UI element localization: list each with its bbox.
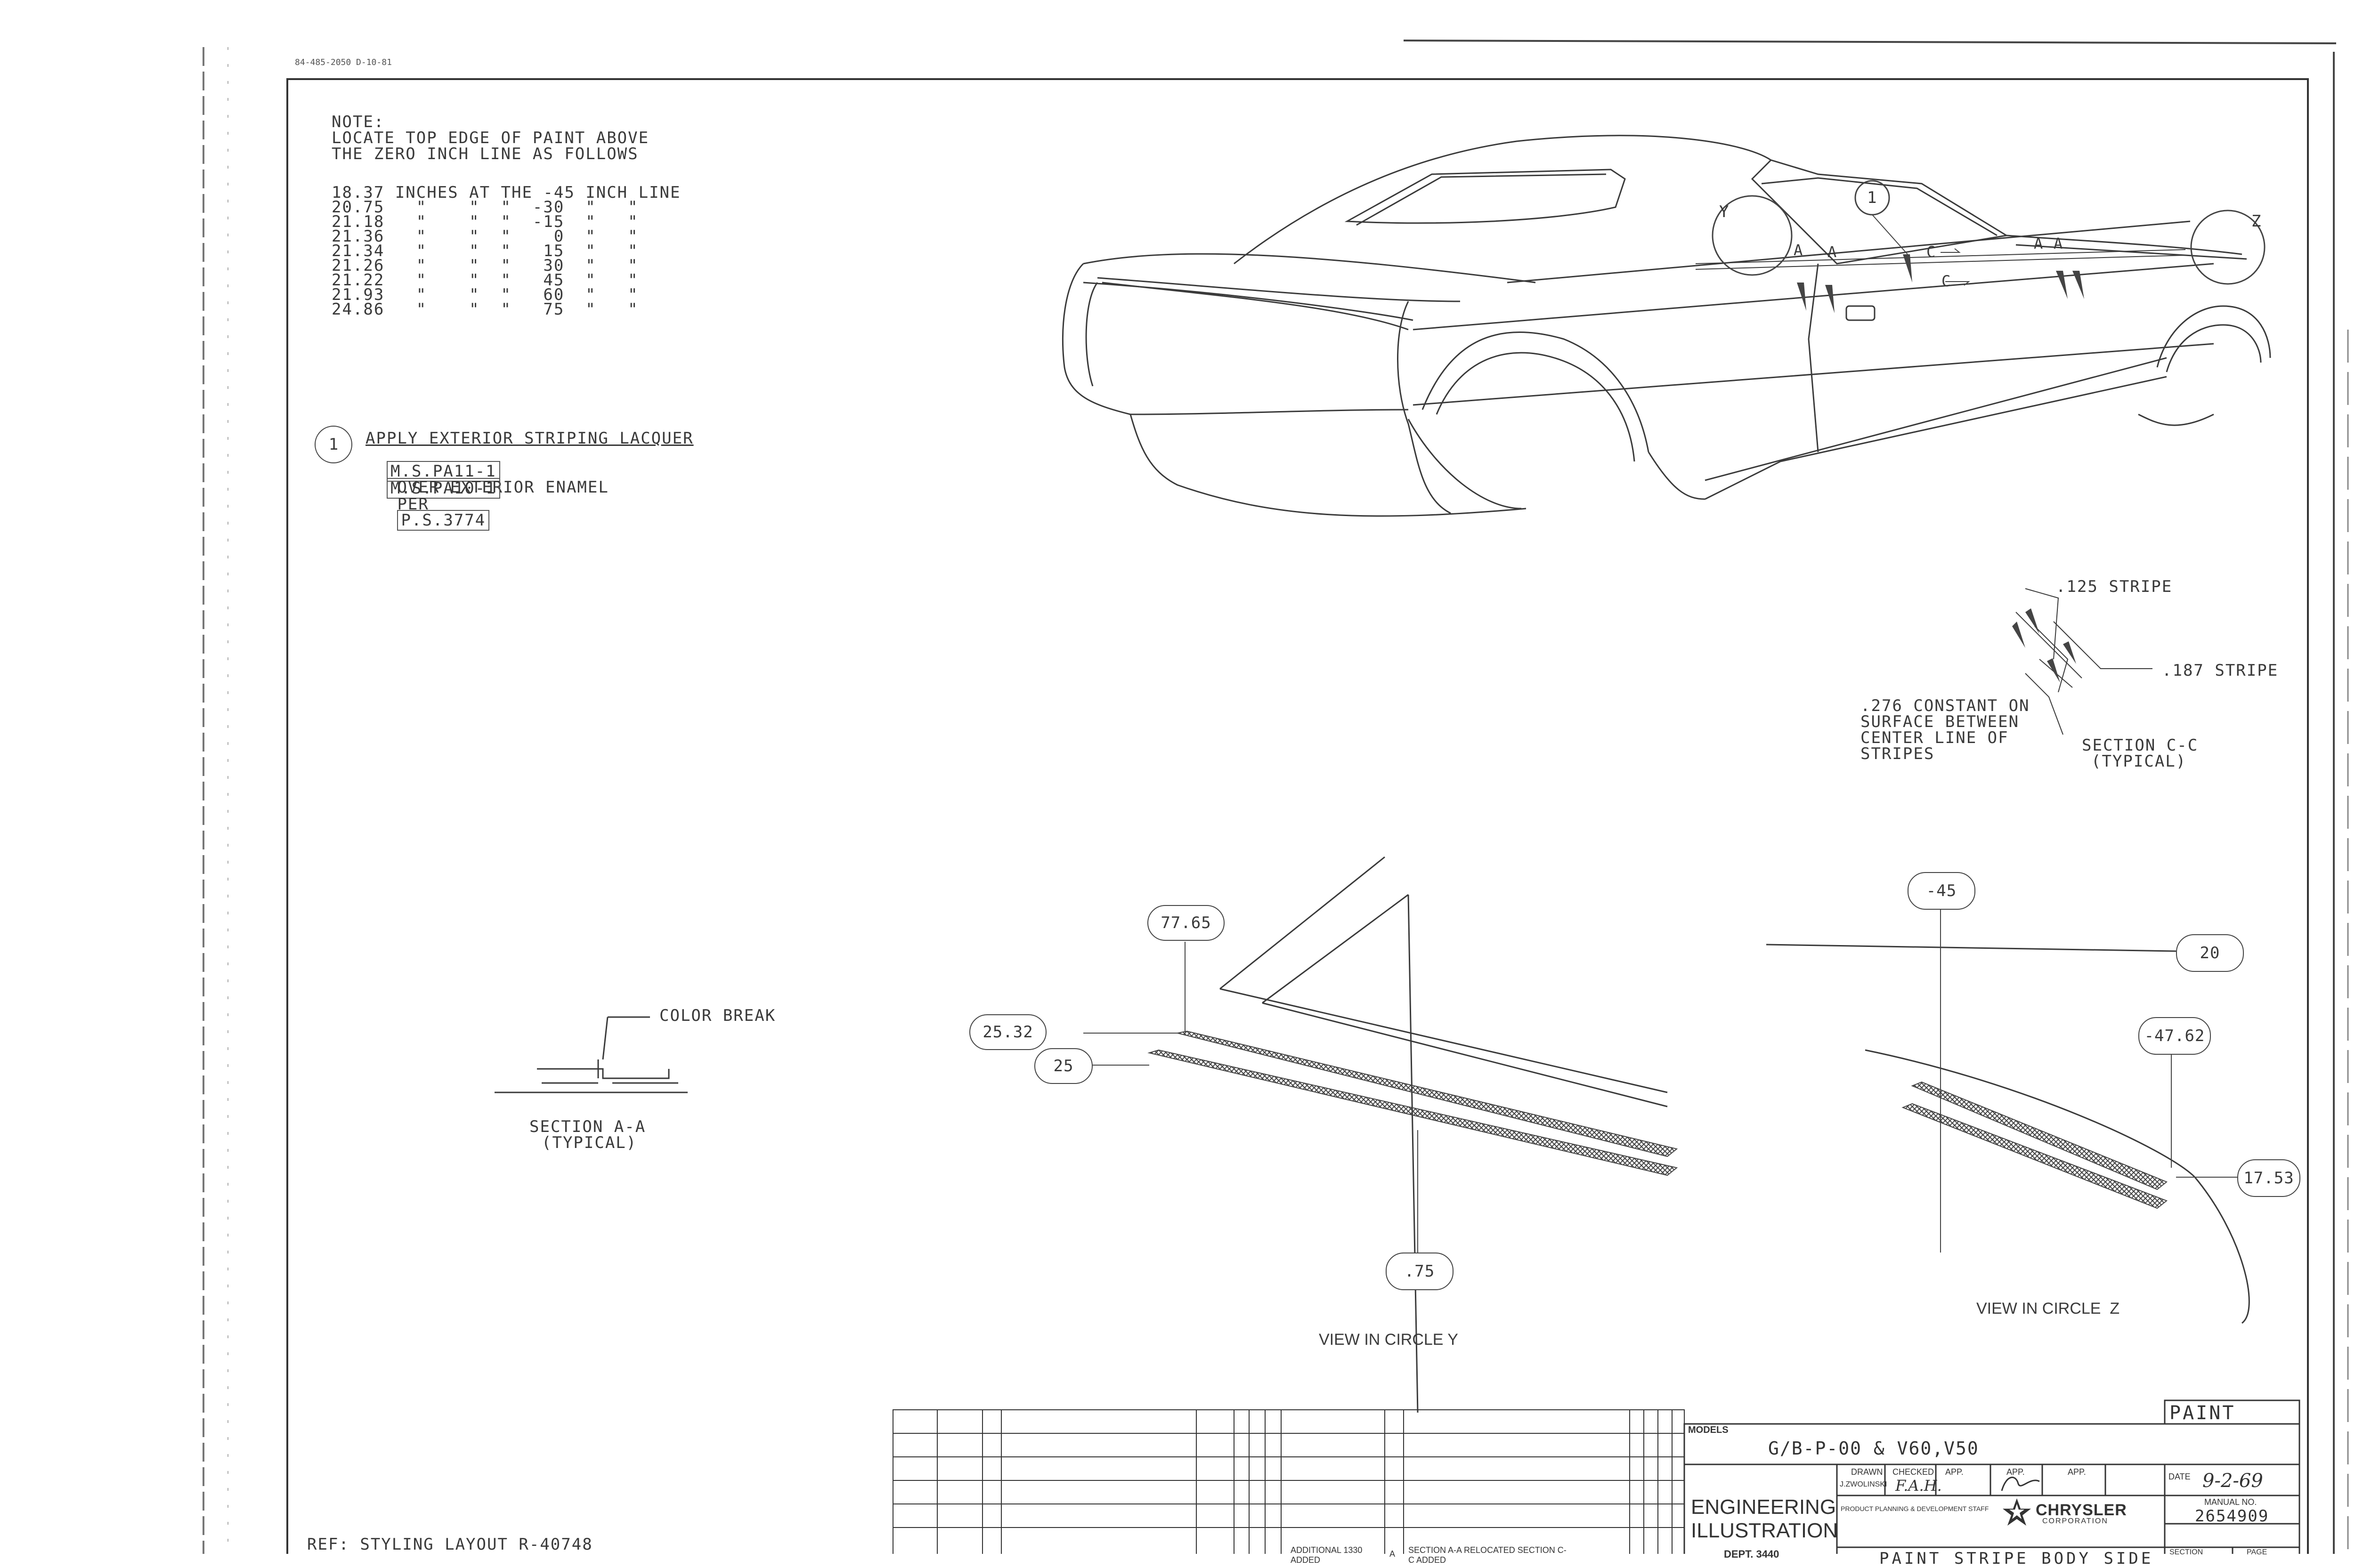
date-value: 9-2-69 <box>2202 1470 2263 1492</box>
note-line-1: LOCATE TOP EDGE OF PAINT ABOVE <box>332 129 650 147</box>
spec-box: M.S.PA10-1 <box>386 478 500 499</box>
checked-label: CHECKED <box>1892 1467 1934 1477</box>
drawing-title: PAINT STRIPE BODY SIDE <box>1879 1549 2154 1568</box>
models-label: MODELS <box>1688 1425 1729 1435</box>
manual-label: MANUAL NO. <box>2204 1497 2257 1507</box>
page-label: PAGE <box>2247 1548 2267 1556</box>
dimension-bubble: 20 <box>2176 934 2244 972</box>
callout-1-text: OVER EXTERIOR ENAMEL <box>397 478 609 497</box>
engineering-line-1: ENGINEERING <box>1691 1495 1836 1519</box>
car-label-a: A <box>2034 234 2043 252</box>
callout-1-per: PER <box>397 495 429 514</box>
car-label-a: A <box>2054 234 2063 252</box>
callout-1-number: 1 <box>328 435 339 454</box>
car-label-a: A <box>1794 241 1803 259</box>
engineering-label: ENGINEERING ILLUSTRATION <box>1691 1495 1838 1543</box>
callout-1-line-2: M.S.PA11-1 OVER EXTERIOR ENAMEL <box>365 447 609 495</box>
section-cc-stripe-125: .125 STRIPE <box>2056 577 2173 596</box>
note-table: 18.37 INCHES AT THE -45 INCH LINE 20.75 … <box>332 183 681 319</box>
section-cc-constant-3: CENTER LINE OF <box>1860 728 2009 747</box>
section-cc-constant-4: STRIPES <box>1860 744 1935 763</box>
callout-1-circle: 1 <box>315 426 352 463</box>
dimension-bubble: 77.65 <box>1147 905 1225 941</box>
note-row: 21.22 " " " 45 " " <box>332 271 639 290</box>
engineering-line-2: ILLUSTRATION <box>1691 1519 1838 1542</box>
spec-box: M.S.PA11-1 <box>386 461 500 482</box>
car-label-z: Z <box>2251 212 2261 231</box>
checked-by: F.A.H. <box>1895 1477 1942 1495</box>
note-row: 21.18 " " " -15 " " <box>332 212 639 231</box>
app-label: APP. <box>1945 1467 1964 1477</box>
car-label-c: C <box>1941 272 1951 290</box>
header-code: 84-485-2050 D-10-81 <box>295 57 392 67</box>
reference-note: REF: STYLING LAYOUT R-40748 <box>307 1535 593 1554</box>
note-title: NOTE: <box>332 113 385 131</box>
drawn-label: DRAWN <box>1851 1467 1883 1477</box>
car-label-c: C <box>1926 243 1936 261</box>
car-label-y: Y <box>1719 202 1729 221</box>
car-label-one: 1 <box>1867 188 1877 207</box>
dimension-bubble: -47.62 <box>2138 1017 2211 1055</box>
dimension-bubble: 25.32 <box>969 1014 1047 1050</box>
company-name: CHRYSLER <box>2036 1501 2127 1519</box>
date-label: DATE <box>2168 1472 2191 1481</box>
view-z-label: VIEW IN CIRCLE Z <box>1976 1300 2120 1317</box>
section-cc-stripe-187: .187 STRIPE <box>2162 661 2279 680</box>
note-row: 21.93 " " " 60 " " <box>332 285 639 304</box>
staff-label: PRODUCT PLANNING & DEVELOPMENT STAFF <box>1841 1505 1989 1512</box>
drawn-by: J.ZWOLINSKI <box>1840 1480 1887 1488</box>
car-label-a: A <box>1827 243 1837 261</box>
models-value: G/B-P-00 & V60,V50 <box>1768 1438 1979 1459</box>
manual-number: 2654909 <box>2195 1507 2269 1526</box>
app-label: APP. <box>2068 1467 2086 1477</box>
chrysler-star-icon <box>2003 1498 2031 1526</box>
section-aa-title: SECTION A-A <box>529 1117 646 1136</box>
department: DEPT. 3440 <box>1724 1548 1779 1560</box>
company-sub: CORPORATION <box>2042 1517 2108 1525</box>
dimension-bubble: .75 <box>1386 1253 1454 1290</box>
note-row: 21.26 " " " 30 " " <box>332 256 639 275</box>
dimension-bubble: 25 <box>1034 1048 1093 1084</box>
note-row: 21.36 " " " 0 " " <box>332 227 639 246</box>
section-label: SECTION <box>2169 1548 2203 1556</box>
note-row: 24.86 " " " 75 " " <box>332 300 639 319</box>
section-aa-color-break: COLOR BREAK <box>659 1006 776 1025</box>
section-cc-title: SECTION C-C <box>2082 736 2199 755</box>
section-aa-typical: (TYPICAL) <box>542 1133 637 1152</box>
spec-box: P.S.3774 <box>397 510 490 531</box>
note-row: 21.34 " " " 15 " " <box>332 242 639 260</box>
section-cc-constant-1: .276 CONSTANT ON <box>1860 696 2030 715</box>
view-y-label: VIEW IN CIRCLE Y <box>1319 1331 1458 1349</box>
title-block-category: PAINT <box>2169 1402 2236 1424</box>
note-row: 20.75 " " " -30 " " <box>332 198 639 217</box>
callout-1-line-1: APPLY EXTERIOR STRIPING LACQUER <box>365 429 694 448</box>
approval-signature <box>2001 1477 2040 1491</box>
note-line-2: THE ZERO INCH LINE AS FOLLOWS <box>332 145 639 163</box>
section-cc-typical: (TYPICAL) <box>2091 752 2187 771</box>
app-label: APP. <box>2006 1467 2025 1477</box>
section-cc-constant-2: SURFACE BETWEEN <box>1860 712 2020 731</box>
note-row: 18.37 INCHES AT THE -45 INCH LINE <box>332 183 681 202</box>
dimension-bubble: 17.53 <box>2237 1159 2300 1197</box>
dimension-bubble: -45 <box>1908 872 1975 910</box>
callout-1-line-3: M.S.PA10-1 PER P.S.3774 <box>365 464 500 531</box>
